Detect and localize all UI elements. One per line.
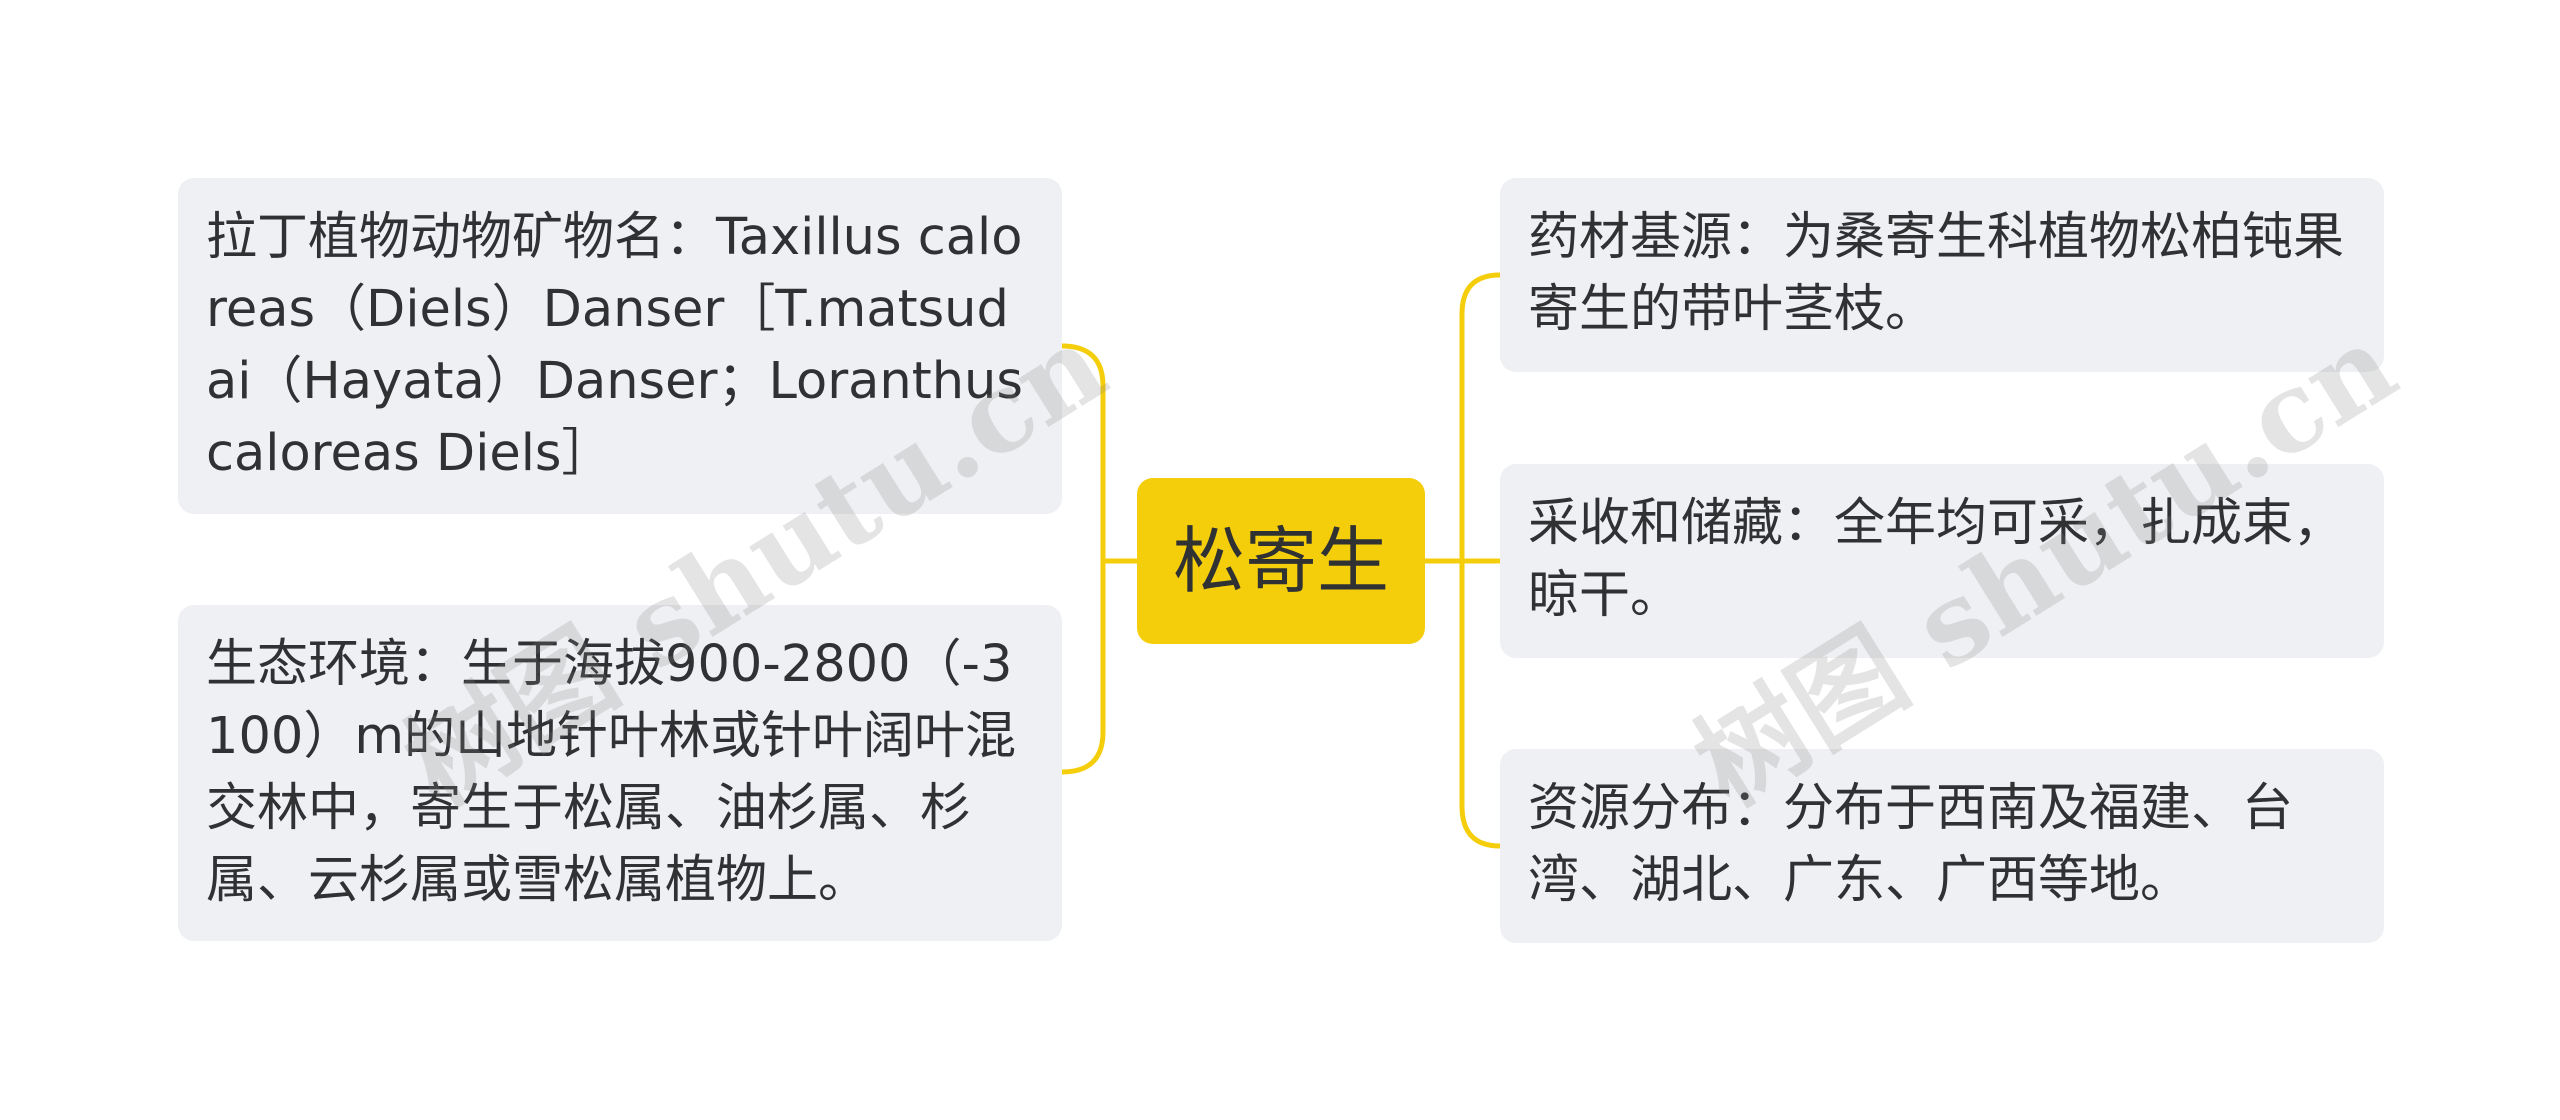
right-node-source: 药材基源：为桑寄生科植物松柏钝果寄生的带叶茎枝。 [1500,178,2384,372]
right-node-source-text: 药材基源：为桑寄生科植物松柏钝果寄生的带叶茎枝。 [1528,208,2345,339]
left-node-habitat: 生态环境：生于海拔900-2800（-3100）m的山地针叶林或针叶阔叶混交林中… [178,605,1062,941]
left-node-habitat-text: 生态环境：生于海拔900-2800（-3100）m的山地针叶林或针叶阔叶混交林中… [206,635,1017,910]
right-node-harvest-text: 采收和储藏：全年均可采，扎成束，晾干。 [1528,494,2345,625]
right-node-distribution: 资源分布：分布于西南及福建、台湾、湖北、广东、广西等地。 [1500,749,2384,943]
central-topic-label: 松寄生 [1172,519,1389,603]
connector-left-bracket [1059,343,1106,775]
right-node-harvest: 采收和储藏：全年均可采，扎成束，晾干。 [1500,464,2384,658]
left-node-latin-name-text: 拉丁植物动物矿物名：Taxillus caloreas（Diels）Danser… [206,208,1023,483]
right-node-distribution-text: 资源分布：分布于西南及福建、台湾、湖北、广东、广西等地。 [1528,779,2294,910]
central-topic[interactable]: 松寄生 [1137,478,1425,644]
left-node-latin-name: 拉丁植物动物矿物名：Taxillus caloreas（Diels）Danser… [178,178,1062,514]
